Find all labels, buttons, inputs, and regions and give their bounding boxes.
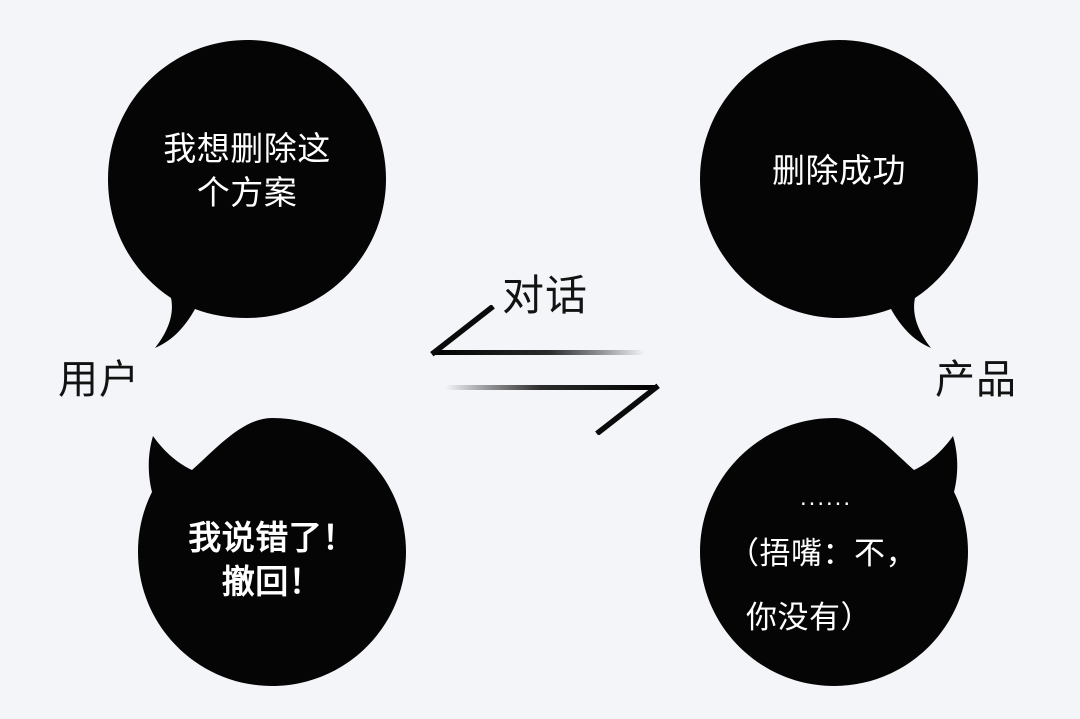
speech-bubble-product-reply: 删除成功 <box>700 40 978 340</box>
arrow-pointing-right <box>445 385 657 432</box>
speech-bubble-user-undo: 我说错了！ 撤回！ <box>138 418 406 686</box>
arrow-pointing-left <box>433 308 645 355</box>
label-user: 用户 <box>58 347 140 405</box>
label-product: 产品 <box>935 347 1017 405</box>
refusal-line-1: （捂嘴：不， <box>728 533 948 576</box>
speech-bubble-user-request-text: 我想删除这 个方案 <box>147 127 347 214</box>
speech-bubble-product-refusal-text: ...... （捂嘴：不， 你没有） <box>728 465 948 661</box>
speech-bubble-product-reply-text: 删除成功 <box>729 149 949 193</box>
bidirectional-arrows <box>425 305 665 435</box>
speech-bubble-product-refusal: ...... （捂嘴：不， 你没有） <box>700 418 968 686</box>
ellipsis-text: ...... <box>704 486 948 510</box>
refusal-line-2: 你没有） <box>746 597 948 640</box>
speech-bubble-user-request: 我想删除这 个方案 <box>108 40 386 340</box>
speech-bubble-user-undo-text: 我说错了！ 撤回！ <box>167 516 377 603</box>
